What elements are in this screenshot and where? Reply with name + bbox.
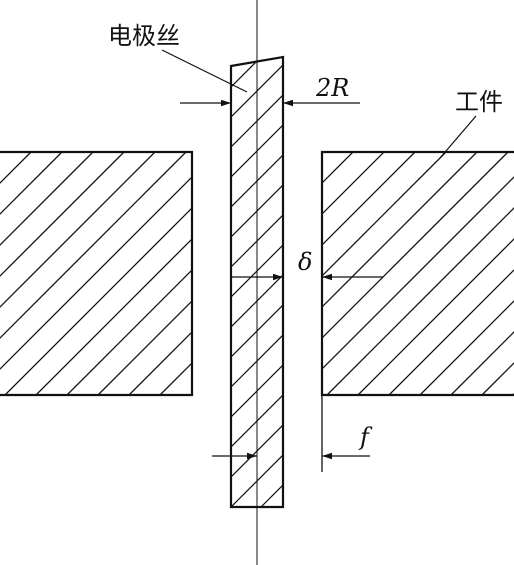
electrode-wire-leader: 电极丝 bbox=[108, 22, 248, 93]
hatch-line bbox=[231, 57, 283, 507]
hatch-line bbox=[322, 152, 323, 153]
hatch-line bbox=[231, 57, 232, 507]
hatch-line bbox=[231, 57, 283, 507]
offset-dimension: f bbox=[212, 423, 373, 460]
wire-width-label: 2R bbox=[315, 74, 349, 102]
electrode-wire-label: 电极丝 bbox=[108, 22, 180, 50]
gap-dimension: δ bbox=[231, 248, 383, 281]
hatch-line bbox=[231, 57, 283, 507]
hatch-line bbox=[322, 152, 509, 339]
hatch-line bbox=[0, 176, 192, 370]
offset-label: f bbox=[358, 423, 373, 451]
hatch-line bbox=[97, 300, 192, 395]
workpiece-left bbox=[0, 150, 194, 397]
hatch-line bbox=[231, 57, 283, 507]
hatch-line bbox=[231, 57, 283, 507]
hatch-line bbox=[260, 57, 283, 507]
hatch-line bbox=[231, 57, 283, 507]
hatch-line bbox=[231, 57, 283, 507]
hatch-line bbox=[231, 57, 283, 507]
hatch-line bbox=[0, 152, 156, 308]
hatch-line bbox=[322, 152, 385, 215]
workpiece-label: 工件 bbox=[455, 88, 503, 116]
hatch-line bbox=[0, 152, 94, 246]
workpiece-right bbox=[320, 150, 514, 397]
hatch-line bbox=[231, 57, 283, 507]
hatch-line bbox=[231, 57, 283, 507]
hatch-line bbox=[322, 152, 447, 277]
workpiece-leader: 工件 bbox=[439, 88, 503, 159]
hatch-line bbox=[322, 176, 514, 370]
hatch-line bbox=[231, 57, 283, 507]
hatch-line bbox=[322, 152, 478, 308]
hatch-line bbox=[419, 300, 514, 395]
hatch-line bbox=[388, 269, 514, 395]
electrode-wire bbox=[229, 55, 285, 509]
hatch-line bbox=[35, 238, 192, 395]
hatch-line bbox=[128, 331, 192, 395]
hatch-line bbox=[326, 207, 514, 395]
hatch-line bbox=[0, 152, 63, 215]
hatch-line bbox=[0, 152, 187, 339]
hatch-line bbox=[159, 362, 192, 395]
hatch-line bbox=[357, 238, 514, 395]
hatch-line bbox=[231, 57, 283, 507]
hatch-line bbox=[4, 207, 192, 395]
hatch-line bbox=[66, 269, 192, 395]
wire-width-dimension: 2R bbox=[180, 74, 360, 107]
hatch-line bbox=[322, 152, 416, 246]
hatch-line bbox=[0, 152, 125, 277]
gap-label: δ bbox=[298, 248, 312, 276]
hatch-line bbox=[231, 57, 262, 507]
hatch-line bbox=[450, 331, 514, 395]
hatch-line bbox=[231, 57, 283, 507]
hatch-line bbox=[190, 393, 192, 395]
